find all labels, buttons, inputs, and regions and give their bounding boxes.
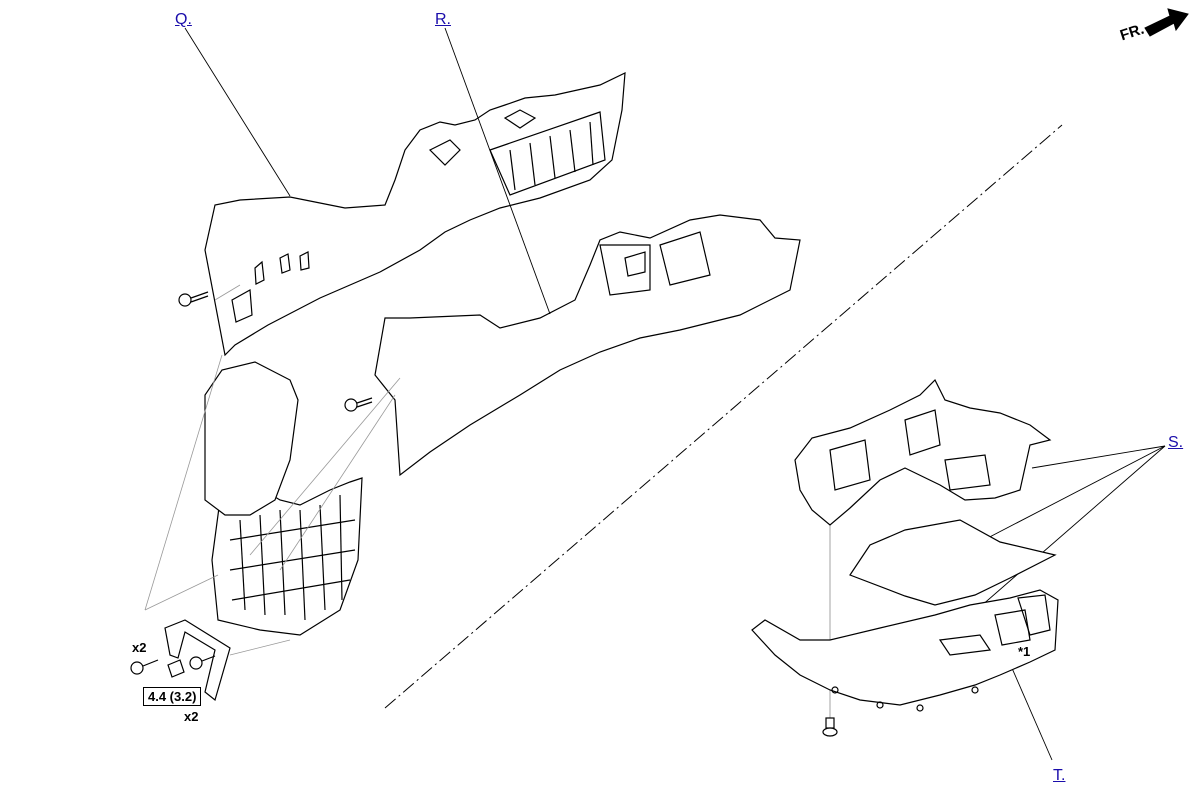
reference-lines [144,284,401,656]
bolt-q-icon [178,291,209,307]
note-marker: *1 [1018,644,1031,659]
clip-icon [822,717,838,737]
bolt-r-icon [344,397,373,412]
quantity-label-upper: x2 [132,640,147,655]
callout-q-link[interactable]: Q. [175,11,192,28]
console-bracket [164,619,231,702]
quantity-label-lower: x2 [184,709,199,724]
console-lower-panel [374,214,801,477]
rear-console-trim [794,378,1052,526]
console-upper-panel [204,72,626,357]
torque-spec: 4.4 (3.2) [143,687,202,706]
console-base-tray [751,589,1059,712]
console-mat [849,519,1057,606]
section-divider [384,124,1063,709]
callout-t-link[interactable]: T. [1053,767,1066,784]
callout-s-link[interactable]: S. [1168,434,1184,451]
callout-r-link[interactable]: R. [435,11,451,28]
console-box-assembly [204,361,363,636]
leader-lines [184,27,1166,761]
bracket-bolts-icon [130,655,216,678]
front-direction-arrow-icon [1144,8,1189,37]
